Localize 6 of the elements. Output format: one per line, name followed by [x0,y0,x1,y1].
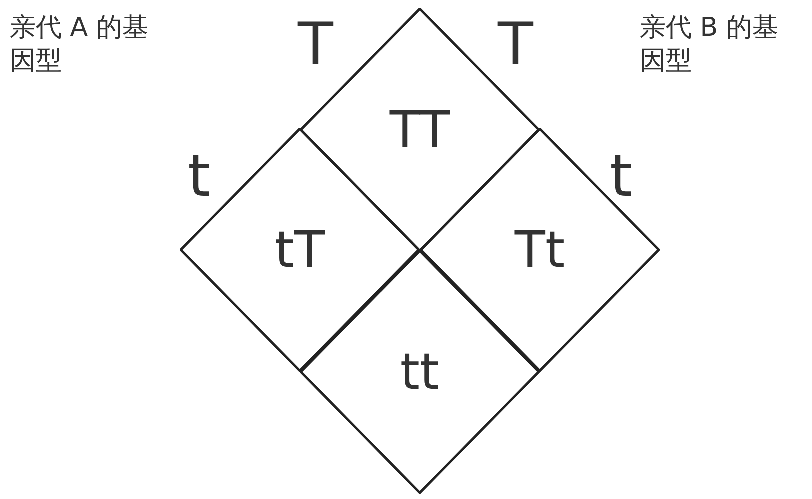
allele-label: t [610,141,633,212]
parent-genotype-label: 亲代 A 的基因型 [10,12,150,77]
allele-label: T [498,9,534,80]
allele-label: T [298,9,334,80]
allele-label: t [188,141,211,212]
parent-genotype-label: 亲代 B 的基因型 [640,12,780,77]
